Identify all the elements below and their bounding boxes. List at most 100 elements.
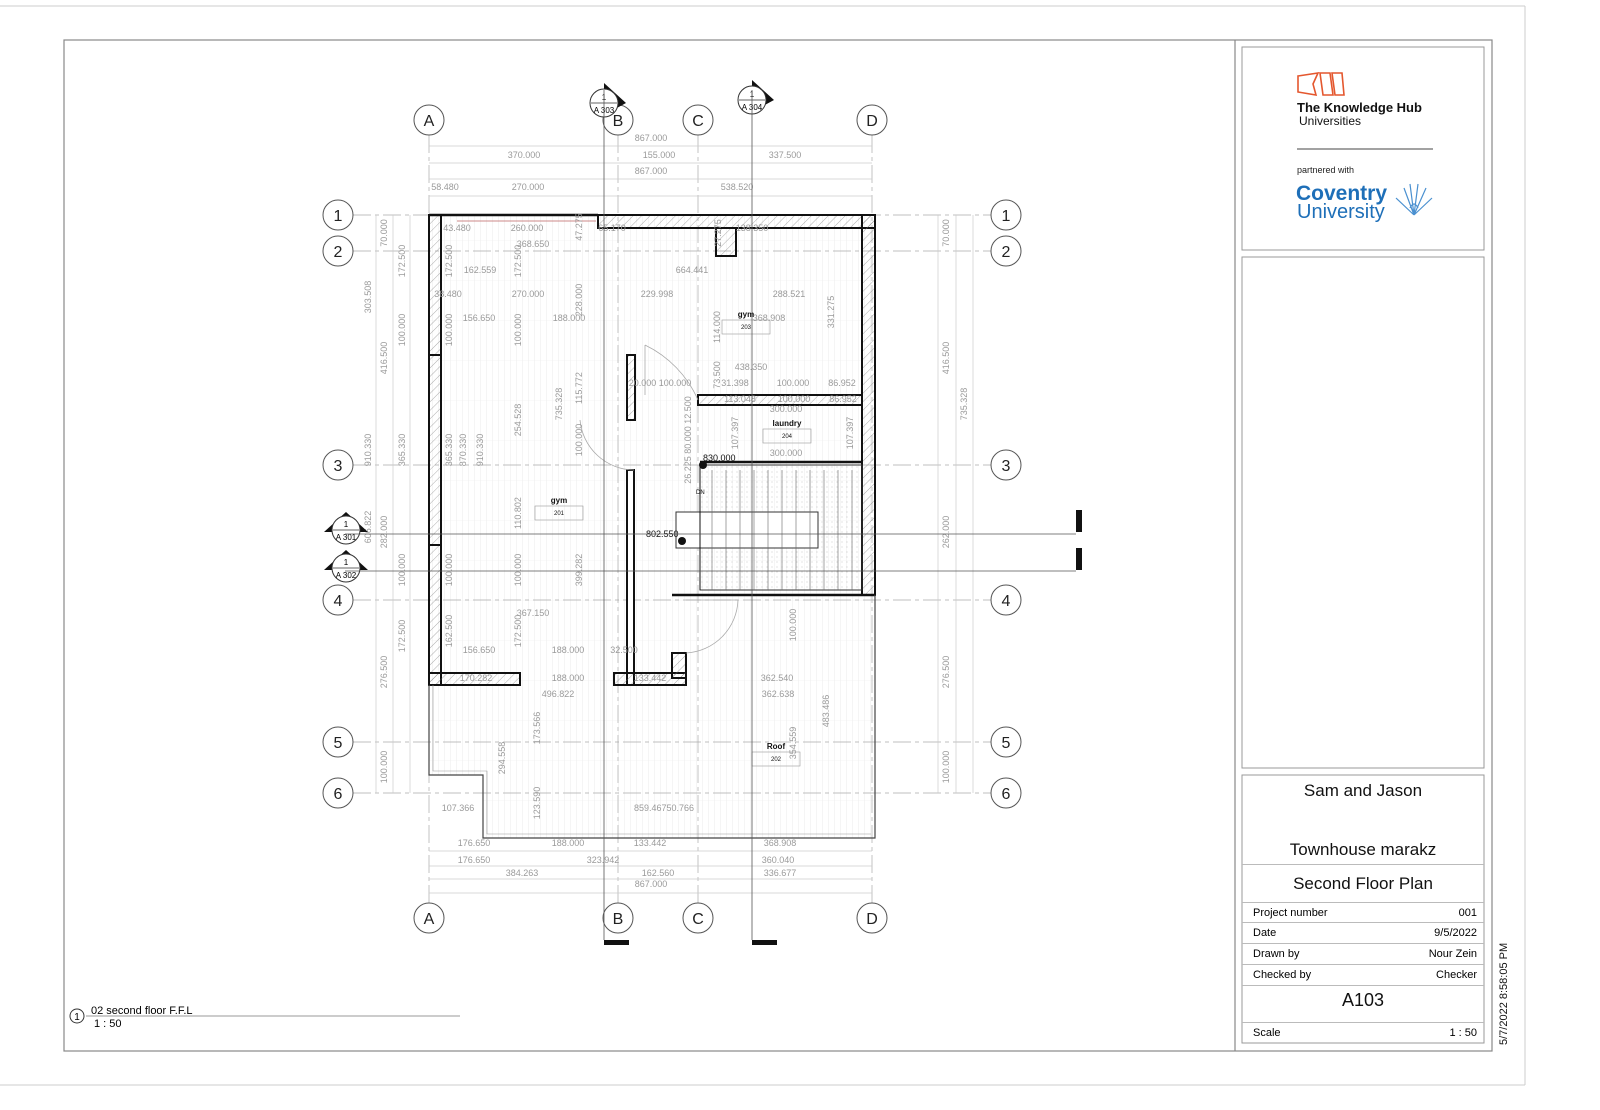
dimension-label-vertical: 910.330 bbox=[475, 434, 485, 467]
svg-text:3: 3 bbox=[334, 458, 343, 475]
client-name: Sam and Jason bbox=[1303, 781, 1423, 800]
dimension-label-vertical: 100.000 bbox=[397, 554, 407, 587]
dimension-label-vertical: 276.500 bbox=[379, 656, 389, 689]
dimension-label: 229.998 bbox=[641, 289, 674, 299]
svg-text:1: 1 bbox=[1002, 208, 1011, 225]
section-cut-end bbox=[604, 940, 629, 945]
grid-bubble-row: 3 bbox=[322, 449, 354, 481]
dimension-label: 38.480 bbox=[434, 289, 462, 299]
stair-direction-label: DN bbox=[696, 490, 705, 496]
dimension-label: 384.263 bbox=[506, 868, 539, 878]
section-mark[interactable]: 1A 304 bbox=[737, 80, 774, 115]
dimension-label-vertical: 100.000 bbox=[397, 314, 407, 347]
dimension-label-vertical: 416.500 bbox=[379, 342, 389, 375]
dimension-label-vertical: 294.558 bbox=[497, 742, 507, 775]
dimension-label-vertical: 27.275 bbox=[713, 219, 723, 247]
sheet-number: A103 bbox=[1341, 990, 1385, 1010]
section-cut-end bbox=[752, 940, 777, 945]
section-mark[interactable]: 1A 302 bbox=[324, 550, 368, 583]
section-number: 1 bbox=[344, 520, 349, 529]
dimension-label: 664.441 bbox=[676, 265, 709, 275]
dimension-label-vertical: 483.486 bbox=[821, 695, 831, 728]
dimension-label-vertical: 26.225 80.000 12.500 bbox=[683, 396, 693, 484]
dimension-label-vertical: 70.000 bbox=[941, 219, 951, 247]
dimension-label-vertical: 100.000 bbox=[513, 314, 523, 347]
grid-bubble-column: A bbox=[413, 902, 445, 934]
sheet-title: Second Floor Plan bbox=[1293, 874, 1433, 893]
dimension-label-vertical: 282.000 bbox=[379, 516, 389, 549]
phoenix-icon bbox=[1395, 183, 1433, 216]
section-cut-end bbox=[1076, 548, 1082, 570]
dimension-label-vertical: 100.000 bbox=[941, 751, 951, 784]
dimension-label-vertical: 100.000 bbox=[444, 554, 454, 587]
dimension-label: 100.000 bbox=[777, 378, 810, 388]
dimension-label-vertical: 110.802 bbox=[513, 497, 523, 529]
svg-text:5: 5 bbox=[1002, 735, 1011, 752]
dimension-label-vertical: 107.397 bbox=[730, 417, 740, 450]
svg-text:B: B bbox=[613, 911, 624, 928]
svg-text:C: C bbox=[692, 911, 704, 928]
svg-text:6: 6 bbox=[1002, 786, 1011, 803]
dimension-label-vertical: 100.000 bbox=[788, 609, 798, 642]
dimension-label: 156.650 bbox=[463, 313, 496, 323]
dimension-label: 155.000 bbox=[643, 150, 676, 160]
section-mark[interactable]: 1A 301 bbox=[324, 512, 368, 545]
coventry-university-logo: Coventry University bbox=[1296, 182, 1433, 223]
dimension-label: 368.908 bbox=[753, 313, 786, 323]
svg-text:University: University bbox=[1297, 201, 1385, 223]
dimension-label-vertical: 100.000 bbox=[444, 314, 454, 347]
knowledge-hub-logo: The Knowledge Hub Universities partnered… bbox=[1297, 71, 1433, 175]
svg-text:The Knowledge Hub: The Knowledge Hub bbox=[1297, 100, 1422, 115]
section-cut-end bbox=[1076, 510, 1082, 532]
logo-panel bbox=[1241, 46, 1485, 251]
info-panel bbox=[1241, 774, 1485, 1044]
floor-tiles-roof bbox=[429, 595, 875, 838]
dimension-label: 100.000 bbox=[778, 394, 811, 404]
dimension-label-vertical: 123.590 bbox=[532, 787, 542, 820]
grid-bubble-row: 5 bbox=[322, 726, 354, 758]
dimension-label-vertical: 735.328 bbox=[554, 388, 564, 421]
svg-text:Universities: Universities bbox=[1299, 114, 1361, 128]
view-title: 1 02 second floor F.F.L 1 : 50 bbox=[69, 1005, 460, 1030]
dimension-label-vertical: 70.000 bbox=[379, 219, 389, 247]
dimension-label: 270.000 bbox=[512, 289, 545, 299]
walls bbox=[428, 213, 876, 686]
svg-text:830.000: 830.000 bbox=[703, 453, 736, 463]
roof-outline bbox=[428, 595, 876, 839]
room-number: 202 bbox=[771, 757, 782, 763]
room-name: gym bbox=[738, 310, 754, 319]
svg-text:2: 2 bbox=[334, 244, 343, 261]
drawing-frame bbox=[63, 39, 1493, 1052]
dimension-label-vertical: 73.500 bbox=[712, 361, 722, 389]
dimension-label: 133.442 bbox=[634, 673, 667, 683]
room-name: Roof bbox=[767, 742, 786, 751]
print-timestamp: 5/7/2022 8:58:05 PM bbox=[1498, 943, 1510, 1045]
svg-text:C: C bbox=[692, 113, 704, 130]
dimension-label: 162.559 bbox=[464, 265, 497, 275]
dimension-label-vertical: 910.330 bbox=[363, 434, 373, 467]
dimension-label-vertical: 365.330 bbox=[397, 434, 407, 467]
dimension-label-vertical: 365.330 bbox=[444, 434, 454, 467]
grid-bubble-row: 2 bbox=[990, 235, 1022, 267]
dimension-label: 260.000 bbox=[511, 223, 544, 233]
view-name: 02 second floor F.F.L bbox=[91, 1005, 193, 1017]
dimension-label: 538.520 bbox=[721, 182, 754, 192]
dimension-label-vertical: 354.559 bbox=[788, 727, 798, 760]
dimension-label-vertical: 172.500 bbox=[513, 245, 523, 278]
dimension-label-vertical: 47.275 bbox=[574, 213, 584, 241]
dimension-label-vertical: 173.566 bbox=[532, 712, 542, 745]
dimension-label: 43.480 bbox=[443, 223, 471, 233]
dimension-label-vertical: 162.500 bbox=[444, 615, 454, 648]
dimension-label: 176.650 bbox=[458, 838, 491, 848]
room-number: 204 bbox=[782, 434, 793, 440]
grid-bubble-row: 6 bbox=[322, 777, 354, 809]
dimension-label: 86.952 bbox=[829, 394, 857, 404]
room-name: laundry bbox=[773, 419, 802, 428]
